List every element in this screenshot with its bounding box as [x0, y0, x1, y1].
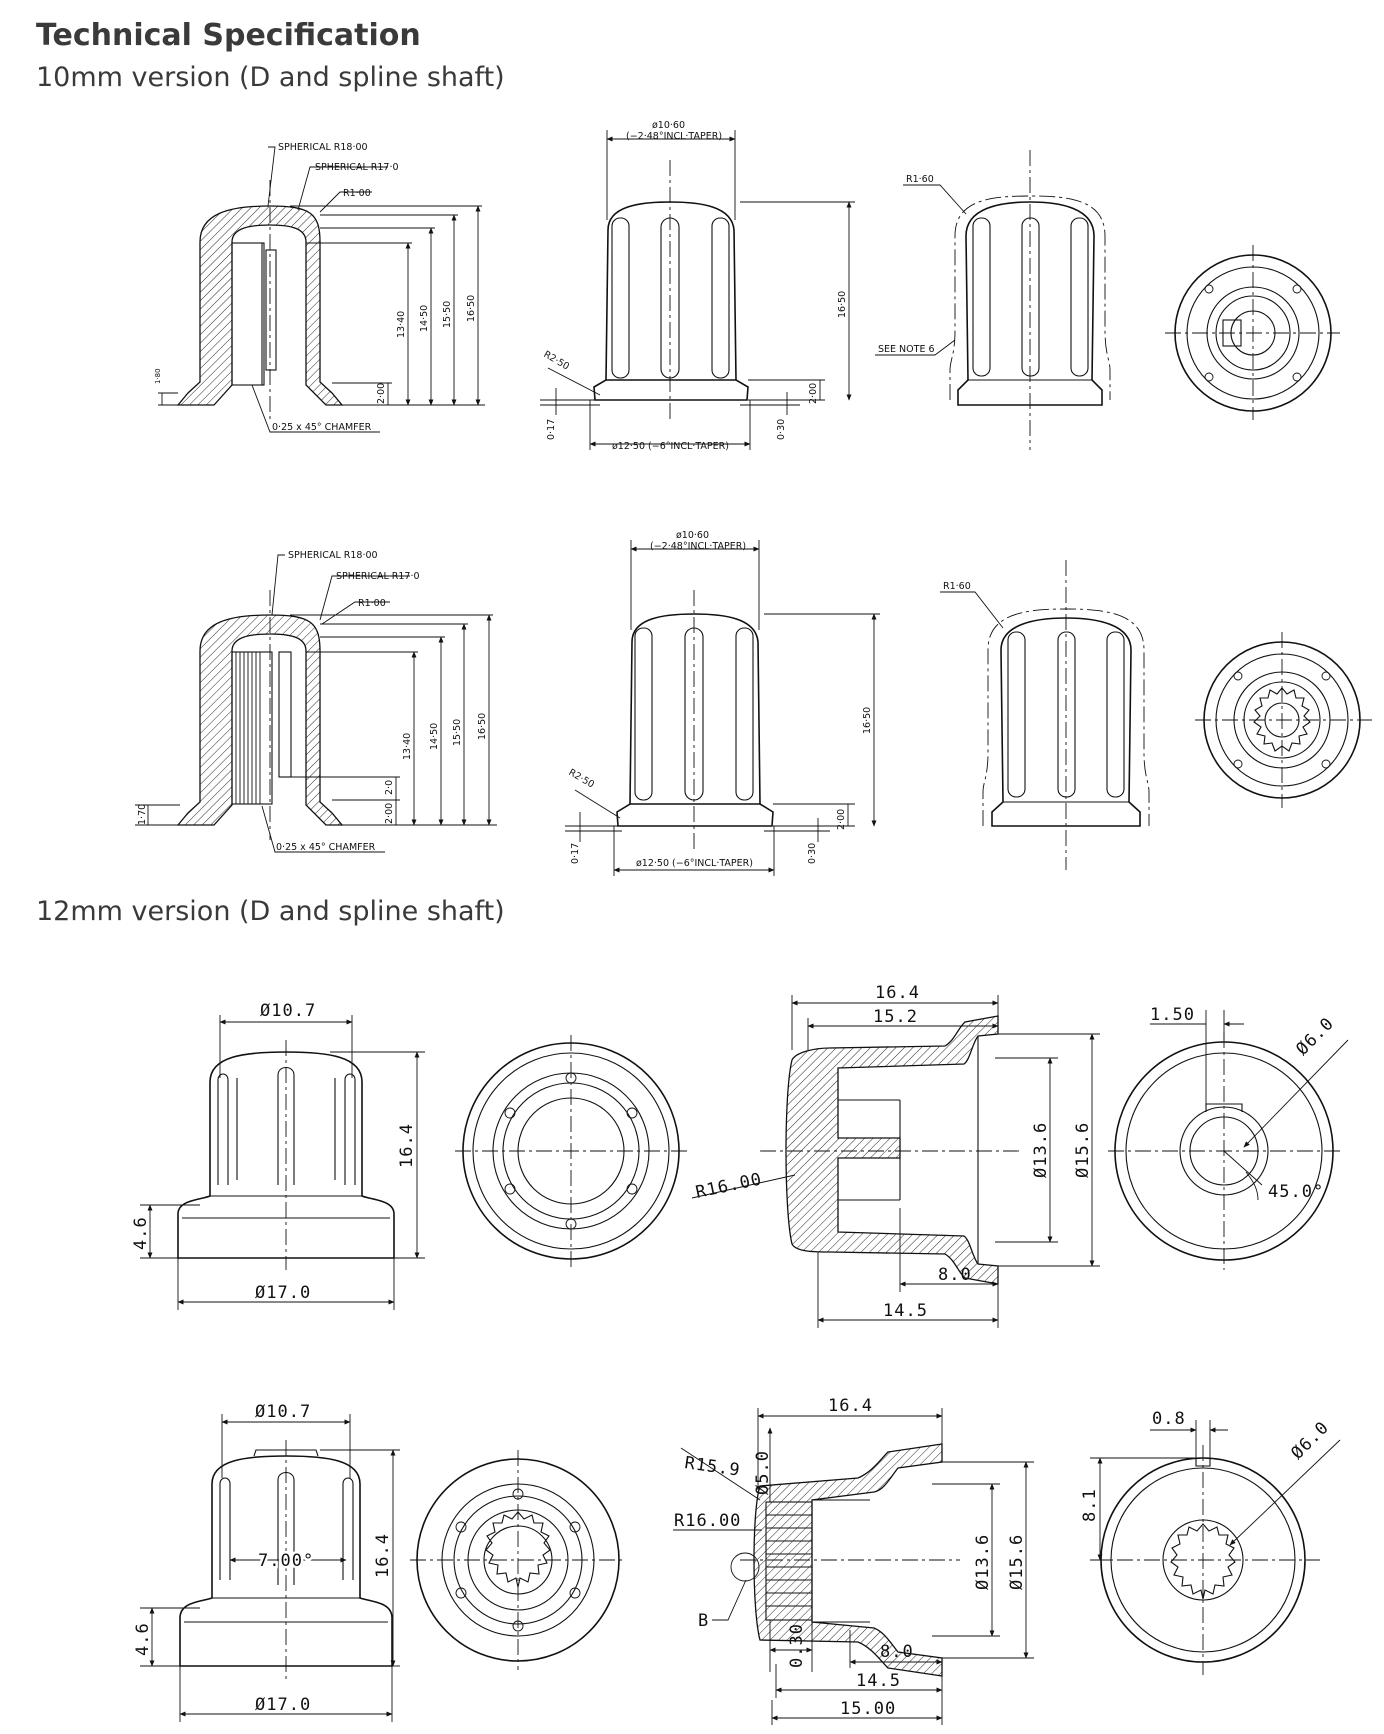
- dim-0-8: 0.8: [1152, 1409, 1186, 1429]
- dim-16-50-b: 16·50: [477, 713, 488, 740]
- dim-0-17-b: 0·17: [570, 843, 581, 864]
- label-spherical-r18: SPHERICAL R18·00: [278, 142, 368, 153]
- drawing-12mm-spline-side: 7.00° Ø10.7 16.4 4.6 Ø17.0: [133, 1402, 400, 1722]
- dim-16-4-section: 16.4: [875, 983, 920, 1003]
- dim-dia-13-6-b: Ø13.6: [973, 1534, 993, 1590]
- dim-dia-5-0: Ø5.0: [753, 1450, 773, 1495]
- dim-14-50: 14·50: [419, 305, 430, 332]
- dim-0-17: 0·17: [546, 419, 557, 440]
- dim-15-00: 15.00: [840, 1699, 896, 1719]
- dim-angle-7-00: 7.00°: [258, 1551, 314, 1571]
- dim-dia-10-7-b: Ø10.7: [255, 1402, 311, 1422]
- dim-14-50-b: 14·50: [429, 723, 440, 750]
- dim-16-50-side: 16·50: [837, 291, 848, 318]
- dim-dia-17-0-b: Ø17.0: [255, 1695, 311, 1715]
- dim-14-5-b: 14.5: [856, 1671, 901, 1691]
- drawing-10mm-spline-outline: R1·60: [940, 560, 1150, 870]
- dim-r15-9: R15.9: [683, 1453, 741, 1481]
- label-see-note-6: SEE NOTE 6: [878, 344, 935, 355]
- section-heading-12mm: 12mm version (D and spline shaft): [36, 896, 505, 927]
- dim-dia-10-60: ø10·60: [652, 120, 685, 131]
- dim-4-6: 4.6: [131, 1216, 151, 1250]
- drawing-12mm-d-section: 16.4 15.2 Ø13.6 Ø15.6 R16.00 8.0 14.5: [691, 983, 1100, 1328]
- dim-top-taper-b: (−2·48°INCL·TAPER): [650, 541, 746, 552]
- dim-r2-50: R2·50: [542, 349, 572, 372]
- dim-dia-10-7: Ø10.7: [260, 1001, 316, 1021]
- drawing-10mm-spline-side: ø10·60 (−2·48°INCL·TAPER) 16·50 2·00 ø12…: [565, 530, 880, 876]
- dim-1-80: 1·80: [154, 368, 162, 384]
- dim-8-0: 8.0: [938, 1265, 972, 1285]
- dim-2-00: 2·00: [376, 383, 387, 404]
- dim-r2-50-b: R2·50: [567, 767, 597, 790]
- label-spherical-r17-b: SPHERICAL R17·0: [336, 571, 420, 582]
- label-spherical-r17: SPHERICAL R17·0: [315, 162, 399, 173]
- dim-r16-00: R16.00: [694, 1169, 764, 1203]
- drawing-12mm-d-side: Ø10.7 16.4 4.6 Ø17.0: [131, 1001, 425, 1310]
- dim-13-40-b: 13·40: [402, 733, 413, 760]
- drawing-10mm-d-side: ø10·60 (−2·48°INCL·TAPER) 16·50 2·00 ø12…: [540, 120, 855, 452]
- label-b: B: [698, 1611, 709, 1631]
- dim-15-50: 15·50: [442, 301, 453, 328]
- label-spherical-r18-b: SPHERICAL R18·00: [288, 550, 378, 561]
- drawing-12mm-spline-top: [410, 1450, 625, 1670]
- dim-dia-10-60-b: ø10·60: [676, 530, 709, 541]
- dim-2-00-side-b: 2·00: [836, 809, 847, 830]
- dim-2-00-b: 2·00: [384, 803, 395, 824]
- dim-dia-12-50-b: ø12·50 (−6°INCL·TAPER): [636, 858, 753, 869]
- dim-1-50: 1.50: [1150, 1005, 1195, 1025]
- drawing-10mm-spline-section: SPHERICAL R18·00 SPHERICAL R17·0 R1·00 0…: [135, 550, 497, 853]
- section-heading-10mm: 10mm version (D and spline shaft): [36, 62, 505, 93]
- dim-15-2: 15.2: [873, 1007, 918, 1027]
- dim-top-taper: (−2·48°INCL·TAPER): [626, 131, 722, 142]
- dim-16-4-section-b: 16.4: [828, 1396, 873, 1416]
- drawing-12mm-d-rear: 1.50 Ø6.0 45.0°: [1108, 1005, 1349, 1270]
- drawing-10mm-d-outline: R1·60 SEE NOTE 6: [875, 150, 1111, 450]
- dim-4-6-b: 4.6: [133, 1622, 153, 1656]
- dim-dia-6-0: Ø6.0: [1292, 1014, 1338, 1060]
- label-r1-60: R1·60: [906, 174, 934, 185]
- dim-dia-15-6: Ø15.6: [1073, 1122, 1093, 1178]
- dim-dia-13-6: Ø13.6: [1031, 1122, 1051, 1178]
- dim-2-00-side: 2·00: [808, 383, 819, 404]
- drawing-12mm-spline-section: 16.4 Ø5.0 R15.9 R16.00 B Ø13.6 Ø15.6 0.3…: [673, 1396, 1034, 1725]
- label-chamfer: 0·25 x 45° CHAMFER: [272, 422, 372, 433]
- dim-dia-6-0-b: Ø6.0: [1287, 1418, 1333, 1464]
- dim-r16-00-b: R16.00: [674, 1511, 741, 1531]
- drawing-10mm-d-bottom: [1165, 245, 1340, 420]
- dim-0-30: 0·30: [776, 419, 787, 440]
- page-title: Technical Specification: [36, 18, 421, 53]
- dim-13-40: 13·40: [396, 311, 407, 338]
- dim-0-30-b12: 0.30: [787, 1623, 807, 1668]
- dim-15-50-b: 15·50: [452, 719, 463, 746]
- dim-dia-15-6-b: Ø15.6: [1007, 1534, 1027, 1590]
- label-r1-00-b: R1·00: [358, 598, 386, 609]
- label-r1-60-b: R1·60: [943, 581, 971, 592]
- drawing-12mm-d-top: [455, 1035, 688, 1270]
- dim-2-0: 2·0: [384, 780, 395, 795]
- dim-dia-17-0: Ø17.0: [255, 1283, 311, 1303]
- dim-8-1: 8.1: [1080, 1488, 1100, 1522]
- dim-1-70: 1·70: [137, 804, 148, 825]
- dim-16-4-b: 16.4: [373, 1533, 393, 1578]
- drawing-10mm-spline-bottom: [1195, 632, 1372, 808]
- dim-0-30-b: 0·30: [807, 843, 818, 864]
- dim-16-50: 16·50: [466, 295, 477, 322]
- dim-angle-45: 45.0°: [1268, 1182, 1324, 1202]
- drawing-10mm-d-section: SPHERICAL R18·00 SPHERICAL R17·0 R1·00 0…: [154, 142, 485, 433]
- dim-dia-12-50: ø12·50 (−6°INCL·TAPER): [612, 441, 729, 452]
- dim-16-4: 16.4: [397, 1123, 417, 1168]
- dim-8-0-b: 8.0: [880, 1642, 914, 1662]
- dim-16-50-side-b: 16·50: [862, 707, 873, 734]
- label-r1-00: R1·00: [343, 188, 371, 199]
- drawing-12mm-spline-rear: 0.8 8.1 Ø6.0: [1080, 1409, 1341, 1675]
- label-chamfer-b: 0·25 x 45° CHAMFER: [276, 842, 376, 853]
- dim-14-5: 14.5: [883, 1301, 928, 1321]
